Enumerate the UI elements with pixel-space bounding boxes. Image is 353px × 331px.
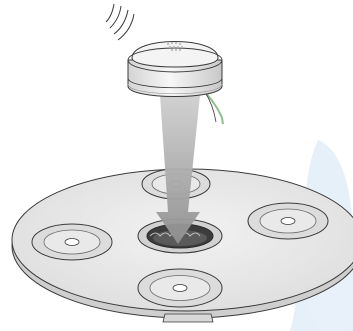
mounting-pad-bottom bbox=[138, 269, 222, 307]
mounting-pad-right bbox=[248, 203, 328, 239]
wireless-signal-icon bbox=[106, 4, 134, 40]
mounting-pad-left bbox=[32, 224, 112, 260]
